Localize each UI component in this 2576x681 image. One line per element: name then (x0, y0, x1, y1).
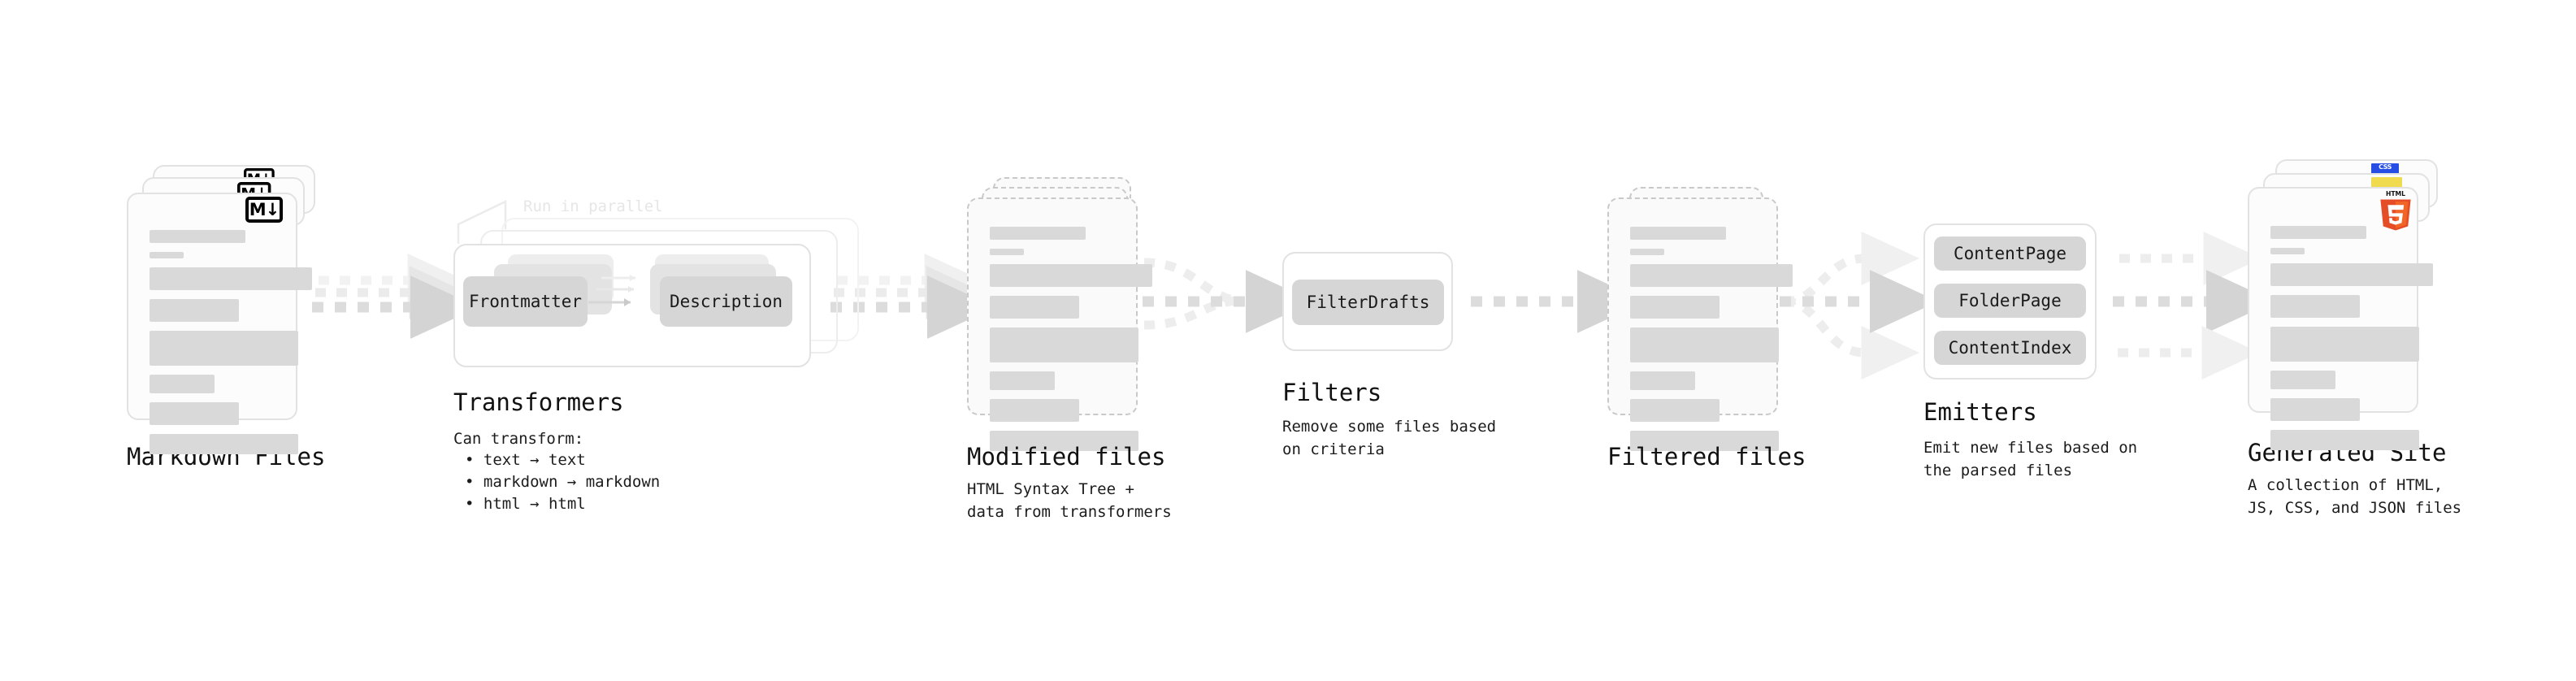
transformer-pill-label: Description (669, 292, 783, 311)
generated-subtitle: A collection of HTML, JS, CSS, and JSON … (2248, 476, 2462, 517)
filters-subtitle: Remove some files based on criteria (1282, 418, 1497, 458)
markdown-card-front (127, 193, 312, 454)
arrow-emitters-to-generated (2113, 232, 2275, 380)
stage-caption-transformers: Transformers (453, 388, 624, 416)
modified-card-front (967, 197, 1152, 451)
transformers-bullet-html-html: • html → html (465, 495, 586, 513)
stage-caption-modified: Modified files (967, 443, 1166, 471)
transformers-subtitle-heading: Can transform: (453, 430, 584, 448)
transformer-pill-frontmatter[interactable]: Frontmatter (463, 276, 588, 327)
transformers-bullet-text-text: • text → text (465, 451, 586, 469)
emitter-pill-contentpage[interactable]: ContentPage (1934, 236, 2086, 271)
modified-doc-lines (990, 227, 1152, 460)
filtered-card-front (1607, 197, 1793, 451)
markdown-badge-icon: M↓ (245, 197, 283, 223)
arrow-modified-to-filters (1143, 258, 1315, 333)
html5-badge-icon: HTML (2380, 190, 2411, 231)
arrow-filtered-to-emitters (1780, 232, 1939, 380)
transformer-pill-description[interactable]: Description (660, 276, 792, 327)
filter-pill-filterdrafts[interactable]: FilterDrafts (1292, 280, 1444, 325)
emitter-pill-label: ContentIndex (1948, 338, 2072, 358)
emitter-pill-label: ContentPage (1953, 244, 2067, 263)
stage-caption-filtered: Filtered files (1607, 443, 1806, 471)
filtered-doc-lines (1630, 227, 1793, 460)
svg-text:HTML: HTML (2386, 190, 2405, 197)
transformers-bullet-markdown-markdown: • markdown → markdown (465, 473, 661, 491)
arrow-markdown-to-transformers (312, 254, 479, 339)
run-in-parallel-label: Run in parallel (523, 197, 663, 215)
emitter-pill-label: FolderPage (1958, 291, 2062, 310)
stage-caption-filters: Filters (1282, 379, 1382, 406)
css3-badge-label: CSS (2379, 163, 2392, 171)
emitters-subtitle: Emit new files based on the parsed files (1923, 439, 2138, 479)
markdown-doc-lines (150, 230, 312, 463)
emitter-pill-folderpage[interactable]: FolderPage (1934, 284, 2086, 318)
stage-caption-emitters: Emitters (1923, 398, 2037, 426)
transformer-pill-label: Frontmatter (468, 292, 583, 311)
css3-badge-icon: CSS (2371, 163, 2399, 174)
emitter-pill-contentindex[interactable]: ContentIndex (1934, 331, 2086, 365)
generated-doc-lines (2270, 226, 2433, 459)
modified-subtitle: HTML Syntax Tree + data from transformer… (967, 480, 1172, 521)
filter-pill-label: FilterDrafts (1306, 293, 1430, 312)
